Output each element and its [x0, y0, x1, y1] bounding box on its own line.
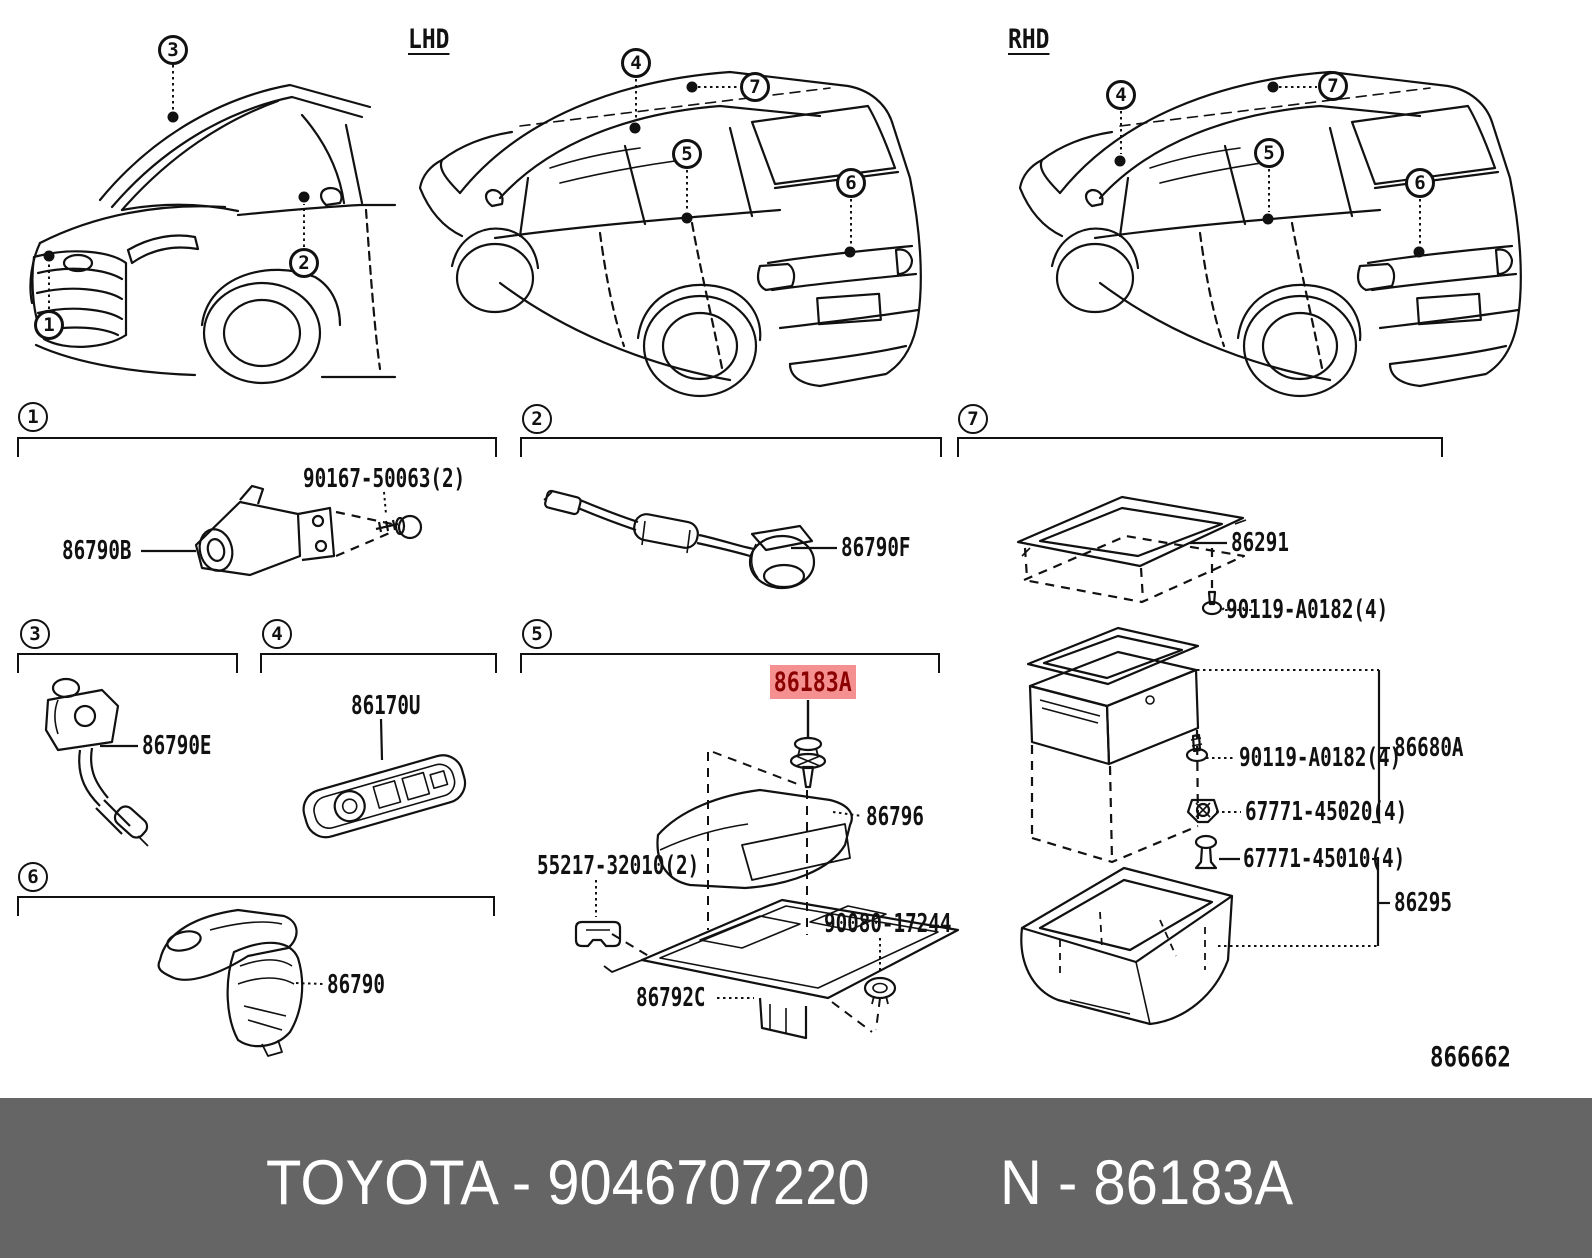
part-86170u-drawing [302, 718, 467, 839]
section-5-badge: 5 [522, 619, 552, 649]
part-86790e-drawing [44, 677, 149, 847]
part-90080-grommet-drawing [863, 938, 897, 1005]
part-label-86680a[interactable]: 86680A [1394, 733, 1464, 763]
section-6-bracket [17, 896, 495, 916]
diagram-id: 866662 [1430, 1040, 1511, 1073]
part-55217-clip-drawing [574, 880, 622, 948]
footer-bar [0, 1098, 1592, 1258]
callout-front-1[interactable]: 1 [34, 310, 64, 340]
callout-rhd-7[interactable]: 7 [1318, 71, 1348, 101]
part-86790-drawing [157, 908, 324, 1057]
section-3-badge: 3 [20, 619, 50, 649]
part-86796-drawing [656, 788, 863, 890]
section-5-bracket [520, 653, 940, 673]
callout-rhd-4[interactable]: 4 [1106, 80, 1136, 110]
callout-rhd-5[interactable]: 5 [1254, 138, 1284, 168]
section-4-badge: 4 [262, 619, 292, 649]
view-label-rhd: RHD [1008, 24, 1050, 55]
part-label-86295[interactable]: 86295 [1394, 888, 1452, 918]
diagram-linework [29, 65, 1522, 1057]
part-86790b-drawing [141, 484, 423, 577]
callout-lhd-4[interactable]: 4 [621, 48, 651, 78]
part-label-90167-50063[interactable]: 90167-50063(2) [303, 464, 466, 494]
section-7-bracket [957, 437, 1443, 457]
part-86291-drawing [1016, 495, 1252, 616]
callout-lhd-6[interactable]: 6 [836, 168, 866, 198]
footer-brand-part-number: TOYOTA - 9046707220 [266, 1148, 870, 1218]
car-lhd-view-drawing [418, 70, 922, 398]
part-86790f-drawing [543, 489, 837, 590]
part-label-86790b[interactable]: 86790B [62, 536, 132, 566]
section-2-badge: 2 [522, 404, 552, 434]
part-label-86796[interactable]: 86796 [866, 802, 924, 832]
callout-dots [43, 81, 1425, 262]
part-label-67771-45010[interactable]: 67771-45010(4) [1243, 844, 1406, 874]
car-rhd-view-drawing [1018, 70, 1522, 398]
section5-construction-lines [611, 751, 881, 1033]
callout-front-3[interactable]: 3 [158, 35, 188, 65]
section-7-badge: 7 [958, 404, 988, 434]
section-2-bracket [520, 437, 942, 457]
section-1-badge: 1 [18, 402, 48, 432]
part-label-67771-45020[interactable]: 67771-45020(4) [1245, 797, 1408, 827]
part-label-90119-a0182-top[interactable]: 90119-A0182(4) [1226, 595, 1389, 625]
part-label-86291[interactable]: 86291 [1231, 528, 1289, 558]
callout-leaders [48, 65, 1421, 309]
part-label-86790f[interactable]: 86790F [841, 533, 911, 563]
callout-lhd-5[interactable]: 5 [672, 139, 702, 169]
part-label-90119-a0182-mid[interactable]: 90119-A0182(4) [1239, 743, 1402, 773]
car-front-view-drawing [29, 83, 397, 385]
highlighted-part-number: 86183A [773, 666, 853, 698]
part-label-86170u[interactable]: 86170U [351, 691, 421, 721]
callout-rhd-6[interactable]: 6 [1405, 168, 1435, 198]
part-label-55217-32010[interactable]: 55217-32010(2) [537, 851, 700, 881]
callout-lhd-7[interactable]: 7 [740, 72, 770, 102]
footer-reference-number: N - 86183A [1000, 1148, 1294, 1218]
section-3-bracket [17, 653, 238, 673]
view-label-lhd: LHD [408, 24, 450, 55]
section-4-bracket [260, 653, 497, 673]
part-86183a-clip-drawing [789, 700, 827, 789]
section-1-bracket [17, 437, 497, 457]
part-label-90080-17244[interactable]: 90080-17244 [824, 909, 952, 939]
callout-front-2[interactable]: 2 [289, 248, 319, 278]
part-86792c-drawing [603, 898, 960, 1040]
section-6-badge: 6 [18, 862, 48, 892]
part-label-86790e[interactable]: 86790E [142, 731, 212, 761]
part-label-86792c[interactable]: 86792C [636, 983, 706, 1013]
part-label-86183a-highlighted[interactable]: 86183A [770, 665, 856, 699]
part-86680a-drawing [1026, 626, 1390, 870]
part-label-86790[interactable]: 86790 [327, 970, 385, 1000]
part-86295-drawing [1020, 857, 1390, 1026]
